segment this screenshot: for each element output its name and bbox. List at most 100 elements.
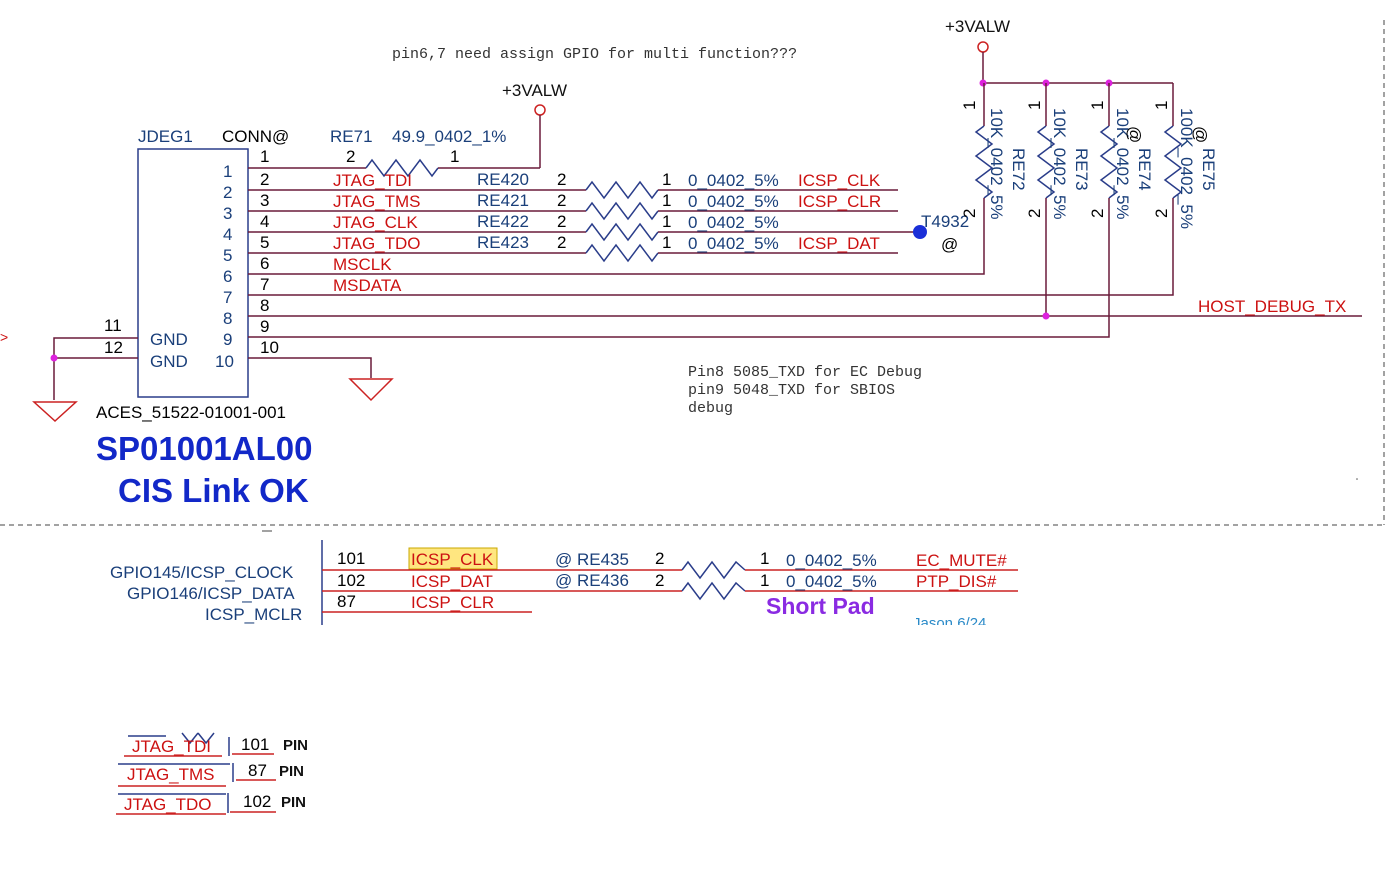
re422-pin2: 2: [557, 212, 566, 231]
resistor-re421: [585, 201, 659, 221]
lower-pin-101: 101: [337, 549, 365, 568]
gnd-label-2: GND: [150, 352, 188, 371]
re436-pin2: 2: [655, 571, 664, 590]
resistor-re435: [681, 560, 746, 580]
re435-pin1: 1: [760, 549, 769, 568]
power-terminal-top: [977, 41, 989, 53]
pinmap-label-3: PIN: [281, 794, 306, 811]
debug-note-1: Pin8 5085_TXD for EC Debug: [688, 364, 922, 381]
pinmap-label-1: PIN: [283, 737, 308, 754]
wire-pin10-gnd: [248, 357, 372, 378]
junction-pin8: [1042, 312, 1050, 320]
short-pad-label: Short Pad: [766, 593, 875, 619]
connector-outer-pins: 1 2 3 4 5 6 7 8 9 10: [260, 147, 279, 357]
re423-ref: RE423: [477, 233, 529, 252]
net-icsp-dat: ICSP_DAT: [798, 234, 880, 253]
testpoint-mark: @: [941, 235, 958, 254]
re421-pin2: 2: [557, 191, 566, 210]
re421-ref: RE421: [477, 191, 529, 210]
pinmap-pin-2: 87: [248, 761, 267, 780]
pullup-re72: [974, 83, 994, 225]
re71-pin1: 1: [450, 147, 459, 166]
re74-ref: RE74: [1135, 148, 1154, 191]
re436-value: 0_0402_5%: [786, 572, 877, 591]
pinmap-net-3: JTAG_TDO: [124, 795, 212, 814]
inner-pin-3: 3: [223, 204, 232, 223]
lower-net-clr: ICSP_CLR: [411, 593, 494, 612]
outer-pin-3: 3: [260, 191, 269, 210]
outer-pin-8: 8: [260, 296, 269, 315]
re436-ref: @ RE436: [555, 571, 629, 590]
re421-pin1: 1: [662, 191, 671, 210]
re422-value: 0_0402_5%: [688, 213, 779, 232]
connector-inner-pins: 1 2 3 4 5 6 7 8 9 10: [215, 162, 234, 371]
re72-value: 10K_0402_5%: [987, 108, 1006, 220]
stamp-line-1: SP01001AL00: [96, 430, 312, 467]
re423-pin1: 1: [662, 233, 671, 252]
testpoint-ref: T4932: [921, 212, 969, 231]
wire-msclk: [248, 225, 985, 275]
re435-ref: @ RE435: [555, 550, 629, 569]
ground-symbol-left: [32, 401, 78, 423]
lower-pin-87: 87: [337, 592, 356, 611]
testpoint-dot: [913, 225, 927, 239]
inner-pin-8: 8: [223, 309, 232, 328]
net-msdata: MSDATA: [333, 276, 402, 295]
resistor-re71: [365, 158, 439, 178]
re75-pin2: 2: [1152, 209, 1171, 218]
re74-pin1: 1: [1088, 101, 1107, 110]
gnd-label-1: GND: [150, 330, 188, 349]
outer-pin-2: 2: [260, 170, 269, 189]
outer-pin-4: 4: [260, 212, 269, 231]
outer-pin-1: 1: [260, 147, 269, 166]
pullup-re73: [1036, 83, 1056, 225]
re420-pin2: 2: [557, 170, 566, 189]
net-ec-mute: EC_MUTE#: [916, 551, 1007, 570]
pin-map: JTAG_TDI 101 PIN JTAG_TMS 87 PIN JTAG_TD…: [116, 732, 308, 815]
gpio145-label: GPIO145/ICSP_CLOCK: [110, 563, 294, 582]
re435-value: 0_0402_5%: [786, 551, 877, 570]
re422-pin1: 1: [662, 212, 671, 231]
re420-ref: RE420: [477, 170, 529, 189]
author-note: Jason 6/24: [913, 615, 986, 632]
power-label-center: +3VALW: [502, 81, 567, 100]
re71-value: 49.9_0402_1%: [392, 127, 506, 146]
connector-type: CONN@: [222, 127, 289, 146]
connector-part: ACES_51522-01001-001: [96, 403, 286, 422]
debug-note-2: pin9 5048_TXD for SBIOS: [688, 382, 895, 399]
re422-ref: RE422: [477, 212, 529, 231]
net-jtag-tms: JTAG_TMS: [333, 192, 421, 211]
inner-pin-5: 5: [223, 246, 232, 265]
pinmap-net-2: JTAG_TMS: [127, 765, 215, 784]
re75-pin1: 1: [1152, 101, 1171, 110]
re73-pin1: 1: [1025, 101, 1044, 110]
lower-net-clk: ICSP_CLK: [411, 550, 494, 569]
net-jtag-tdi: JTAG_TDI: [333, 171, 412, 190]
resistor-re436: [681, 581, 746, 601]
net-icsp-clk: ICSP_CLK: [798, 171, 881, 190]
inner-pin-2: 2: [223, 183, 232, 202]
connector-ref: JDEG1: [138, 127, 193, 146]
net-ptp-dis: PTP_DIS#: [916, 572, 997, 591]
outer-pin-7: 7: [260, 275, 269, 294]
pinmap-label-2: PIN: [279, 763, 304, 780]
re74-mark: @: [1125, 126, 1144, 143]
re72-pin2: 2: [960, 209, 979, 218]
re75-value: 100K_0402_5%: [1177, 108, 1196, 229]
resistor-re423: [585, 243, 659, 263]
net-jtag-tdo: JTAG_TDO: [333, 234, 421, 253]
resistor-re420: [585, 180, 659, 200]
outer-pin-10: 10: [260, 338, 279, 357]
re72-ref: RE72: [1009, 148, 1028, 191]
inner-pin-4: 4: [223, 225, 232, 244]
inner-pin-6: 6: [223, 267, 232, 286]
gpio-note: pin6,7 need assign GPIO for multi functi…: [392, 46, 797, 63]
pinmap-pin-3: 102: [243, 792, 271, 811]
re75-mark: @: [1191, 126, 1210, 143]
net-icsp-clr: ICSP_CLR: [798, 192, 881, 211]
stamp-line-2: CIS Link OK: [118, 472, 309, 509]
inner-pin-1: 1: [223, 162, 232, 181]
pullup-re75: [1163, 83, 1183, 225]
outer-pin-5: 5: [260, 233, 269, 252]
